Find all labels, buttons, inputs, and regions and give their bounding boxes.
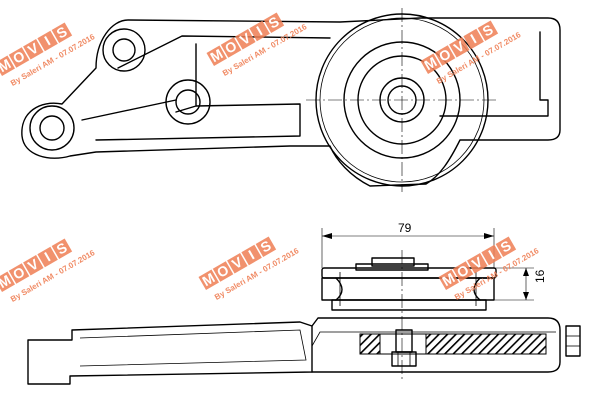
watermark-tile — [198, 269, 219, 290]
dimension-height-label: 16 — [533, 269, 547, 283]
watermark-tile — [467, 253, 488, 274]
watermark-tile — [51, 238, 73, 259]
dimension-height: 16 — [494, 267, 547, 301]
pivot-boss-upper — [102, 28, 146, 72]
bracket-inner-line — [311, 331, 556, 347]
pulley-side-view — [321, 257, 497, 311]
watermark-letter: I — [246, 247, 257, 263]
watermark-letter: M — [199, 269, 217, 289]
watermark-tile — [481, 244, 502, 266]
watermark-letter: I — [468, 31, 479, 47]
watermark-tile — [37, 246, 58, 268]
bracket-web-line — [79, 329, 307, 367]
watermark-letter: M — [207, 45, 225, 65]
watermark-tile — [438, 269, 459, 290]
watermark-tile — [23, 39, 44, 60]
arm-web — [81, 31, 549, 141]
watermark-letter: O — [10, 47, 28, 66]
watermark-letter: I — [486, 247, 497, 263]
side-view: 79 16 — [27, 221, 581, 385]
watermark-tile — [249, 20, 270, 42]
watermark-tile — [449, 37, 470, 58]
watermark-tile — [241, 244, 262, 266]
bracket-body — [311, 317, 561, 373]
watermark-tile — [495, 236, 517, 257]
watermark-tile — [452, 261, 474, 282]
arm-outline — [21, 17, 561, 187]
watermark-tile — [212, 261, 234, 282]
watermark-tile — [477, 20, 499, 42]
watermark-tile — [206, 45, 227, 66]
watermark-letter: I — [254, 23, 265, 39]
watermark-tile — [8, 263, 30, 284]
watermark-tile — [23, 255, 44, 276]
watermark-letter: O — [436, 45, 454, 64]
watermark-letter: O — [222, 37, 240, 56]
watermark-tile — [420, 53, 441, 74]
pivot-boss-left — [29, 105, 75, 151]
watermark-tile — [0, 55, 15, 76]
watermark-tile — [235, 29, 256, 50]
bearing-bore — [379, 333, 427, 355]
watermark-tile — [220, 37, 242, 58]
watermark-tile — [227, 253, 248, 274]
watermark-tile — [434, 45, 456, 66]
bracket-outline — [27, 321, 313, 385]
watermark-letter: I — [42, 33, 53, 49]
watermark-tile — [263, 12, 285, 34]
watermark-letter: M — [421, 53, 439, 73]
watermark-tile — [463, 28, 484, 50]
dimension-width-label: 79 — [398, 221, 412, 235]
watermark-tile — [255, 236, 277, 257]
watermark-tile — [8, 47, 30, 68]
watermark-letter: I — [42, 249, 53, 265]
top-view — [21, 8, 561, 192]
center-bolt — [391, 329, 417, 367]
pivot-boss-middle — [165, 79, 211, 125]
watermark-letter: O — [214, 261, 232, 280]
watermark-letter: M — [439, 269, 457, 289]
end-nut — [565, 325, 581, 357]
watermark-tile — [37, 30, 58, 52]
watermark-tile — [0, 271, 15, 292]
watermark-letter: O — [10, 263, 28, 282]
watermark-tile — [51, 22, 73, 44]
